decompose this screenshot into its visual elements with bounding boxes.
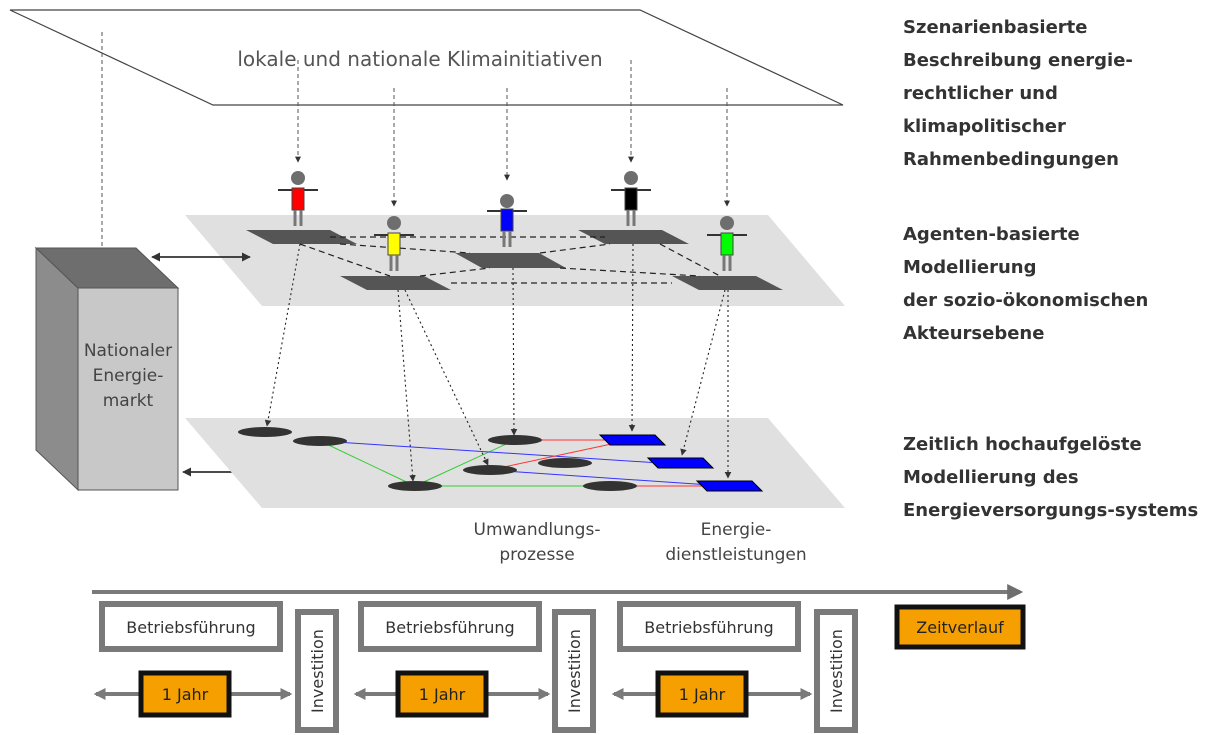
jahr-label: 1 Jahr xyxy=(679,685,726,704)
zeitverlauf-label: Zeitverlauf xyxy=(916,618,1004,637)
climate-initiatives-plane xyxy=(9,9,844,106)
services-label-1: Energie- xyxy=(701,520,772,540)
agent-link xyxy=(539,243,611,254)
agent-link xyxy=(559,267,701,277)
investition-box xyxy=(295,609,339,733)
conversion-node xyxy=(538,458,592,468)
conversion-node xyxy=(583,481,637,491)
scenario-label-2: Beschreibung energie- xyxy=(903,50,1133,71)
network-line xyxy=(414,439,516,487)
jahr-box xyxy=(395,670,489,718)
market-label-2: Energie- xyxy=(93,366,164,386)
service-node xyxy=(695,480,764,492)
agent-green xyxy=(707,216,747,271)
network-line xyxy=(319,440,416,487)
conversion-node xyxy=(388,481,442,491)
betrieb-label: Betriebsführung xyxy=(644,618,773,637)
conversion-node xyxy=(488,435,542,445)
betrieb-box xyxy=(99,601,283,652)
market-label-1: Nationaler xyxy=(84,341,172,361)
conversion-node xyxy=(463,465,517,475)
network-line xyxy=(319,440,661,464)
energy-label-3: Energieversorgungs-systems xyxy=(903,500,1198,521)
service-node xyxy=(598,434,667,446)
scenario-label-3: rechtlicher und xyxy=(903,83,1058,104)
scenario-label-4: klimapolitischer xyxy=(903,116,1066,137)
agent-platform xyxy=(246,230,357,244)
agents-label-2: Modellierung xyxy=(903,257,1036,278)
jahr-box xyxy=(138,670,232,718)
services-label-2: dienstleistungen xyxy=(665,545,806,565)
dotted-arrow xyxy=(264,243,301,427)
dotted-arrow xyxy=(397,289,416,482)
jahr-label: 1 Jahr xyxy=(419,685,466,704)
agents-label-4: Akteursebene xyxy=(903,323,1044,344)
betrieb-label: Betriebsführung xyxy=(126,618,255,637)
scenario-label-1: Szenarienbasierte xyxy=(903,17,1088,38)
agent-platform xyxy=(672,276,783,290)
agent-link xyxy=(419,267,491,277)
investition-box xyxy=(552,609,596,733)
jahr-label: 1 Jahr xyxy=(162,685,209,704)
jahr-box xyxy=(655,670,749,718)
agent-link xyxy=(339,243,471,254)
market-box-front xyxy=(77,287,179,491)
agents-label-3: der sozio-ökonomischen xyxy=(903,290,1148,311)
climate-initiatives-label: lokale und nationale Klimainitiativen xyxy=(237,47,602,71)
market-box-side xyxy=(35,246,79,492)
investition-label: Investition xyxy=(308,629,327,713)
agent-yellow xyxy=(374,216,414,271)
agent-platform xyxy=(340,276,451,290)
service-node xyxy=(646,457,715,469)
energy-label-1: Zeitlich hochaufgelöste xyxy=(903,434,1142,455)
agent-link xyxy=(659,243,721,277)
agent-platform xyxy=(455,253,566,268)
agent-link xyxy=(299,243,391,277)
dotted-arrow xyxy=(404,289,489,466)
agent-red xyxy=(278,171,318,226)
investition-box xyxy=(814,609,858,733)
agent-blue xyxy=(487,194,527,247)
investition-label: Investition xyxy=(827,629,846,713)
market-label-3: markt xyxy=(103,391,154,411)
investition-label: Investition xyxy=(565,629,584,713)
energy-label-2: Modellierung des xyxy=(903,467,1079,488)
betrieb-label: Betriebsführung xyxy=(385,618,514,637)
scenario-label-5: Rahmenbedingungen xyxy=(903,149,1119,170)
conversion-node xyxy=(293,436,347,446)
agent-black xyxy=(611,171,651,226)
dotted-arrow xyxy=(628,243,636,432)
conversion-label-2: prozesse xyxy=(499,545,574,565)
zeitverlauf-box xyxy=(894,604,1026,650)
conversion-node xyxy=(238,427,292,437)
dotted-arrow xyxy=(680,289,726,456)
agents-label-1: Agenten-basierte xyxy=(903,224,1080,245)
network-line xyxy=(489,439,631,471)
betrieb-box xyxy=(617,601,801,652)
conversion-label-1: Umwandlungs- xyxy=(474,520,601,540)
network-line xyxy=(489,469,726,487)
agent-platform xyxy=(578,230,689,244)
betrieb-box xyxy=(358,601,542,652)
